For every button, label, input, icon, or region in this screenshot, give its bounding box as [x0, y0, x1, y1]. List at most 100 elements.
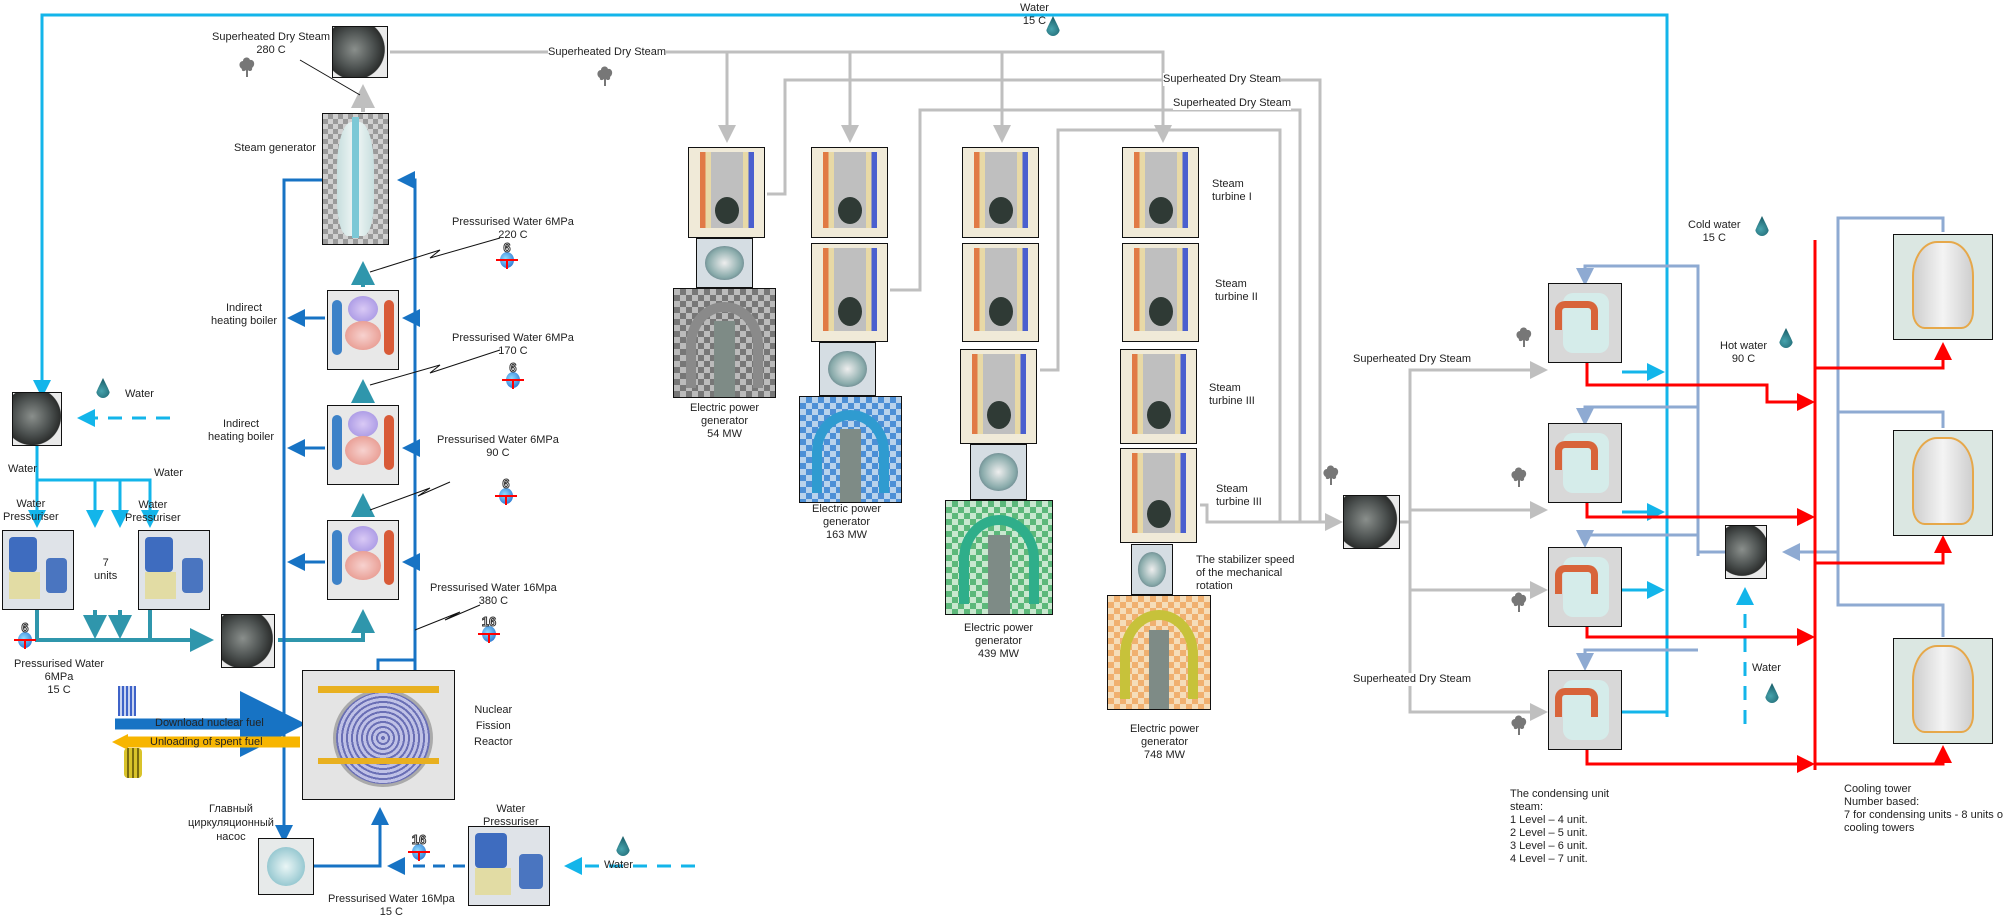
speed-stabilizer[interactable]	[819, 342, 876, 396]
pressure-gauge-icon: 16	[408, 832, 430, 862]
nuclear-fission-reactor[interactable]	[302, 670, 455, 800]
steam-generator[interactable]	[322, 113, 389, 245]
water-pressuriser-left[interactable]	[2, 530, 74, 610]
main-circulation-pump[interactable]	[258, 838, 314, 895]
steam-turbine[interactable]	[962, 147, 1039, 238]
steam-turbine-3[interactable]	[1120, 349, 1197, 444]
gauge-value: 16	[411, 832, 427, 848]
electric-generator-439[interactable]	[945, 500, 1053, 615]
steam-drum[interactable]	[332, 26, 388, 78]
label-temp: 170 C	[498, 345, 528, 357]
line1: Water	[16, 498, 46, 510]
label-text: Pressurised Water 16Mpa	[430, 582, 557, 594]
condensing-unit-3[interactable]	[1548, 547, 1622, 627]
water-pressuriser-right[interactable]	[138, 530, 210, 610]
primary-loop-left	[275, 178, 330, 843]
line1: Steam	[1212, 178, 1244, 190]
download-fuel-label[interactable]: Download nuclear fuel	[155, 717, 264, 729]
cooling-tower-2[interactable]	[1893, 430, 1993, 536]
label-temp: 15 C	[379, 906, 403, 918]
electric-generator-163[interactable]	[799, 396, 902, 503]
steam-turbine[interactable]	[811, 147, 888, 238]
steam-turbine-2[interactable]	[1122, 243, 1199, 342]
electric-generator-54[interactable]	[673, 288, 776, 398]
steam-turbine-4[interactable]	[1120, 448, 1197, 543]
note-line: 1 Level – 4 unit.	[1510, 814, 1588, 826]
label-text: Hot water	[1720, 340, 1768, 352]
note-line: cooling towers	[1844, 822, 1915, 834]
line2: of the mechanical	[1196, 567, 1283, 579]
steam-cloud-icon	[1511, 592, 1527, 612]
line2: 6MPa	[44, 671, 74, 683]
line1: Steam	[1216, 483, 1248, 495]
line1: Pressurised Water	[14, 658, 105, 670]
line1: Water	[496, 803, 526, 815]
steam-cloud-icon	[1511, 467, 1527, 487]
unload-fuel-label[interactable]: Unloading of spent fuel	[150, 736, 263, 748]
steam-turbine[interactable]	[811, 243, 888, 342]
water-bottom-label: Water	[604, 859, 633, 871]
note-line: 3 Level – 6 unit.	[1510, 840, 1588, 852]
line2: Pressuriser	[3, 511, 59, 523]
power: 748 MW	[1144, 749, 1186, 761]
cooling-tower-1[interactable]	[1893, 234, 1993, 340]
water-pressuriser-bottom[interactable]	[468, 826, 550, 906]
label-temp: 15 C	[1702, 232, 1726, 244]
condensing-unit-2[interactable]	[1548, 423, 1622, 503]
speed-stabilizer[interactable]	[970, 444, 1027, 500]
pressure-gauge-icon: 6	[14, 620, 36, 650]
label-text: Superheated Dry Steam	[212, 31, 331, 43]
indirect-heating-boiler-2[interactable]	[327, 405, 399, 485]
line1: Electric power	[812, 503, 882, 515]
label-text: Pressurised Water 6MPa	[437, 434, 559, 446]
pressure-gauge-icon: 16	[478, 614, 500, 644]
makeup-water-tank[interactable]	[1725, 525, 1767, 579]
steam-turbine-1[interactable]	[1122, 147, 1199, 238]
steam-turbine[interactable]	[962, 243, 1039, 342]
steam-cloud-icon	[597, 66, 613, 86]
pressure-gauge-icon: 6	[502, 360, 524, 390]
power: 54 MW	[707, 428, 742, 440]
pressure-gauge-icon: 6	[496, 240, 518, 270]
electric-generator-748[interactable]	[1107, 595, 1211, 710]
water-left-label: Water	[8, 463, 37, 475]
sg-tube	[352, 116, 359, 238]
spent-fuel-cask-icon	[124, 748, 142, 778]
speed-stabilizer[interactable]	[1131, 544, 1173, 595]
steam-turbine[interactable]	[688, 147, 765, 238]
speed-stabilizer[interactable]	[696, 238, 753, 288]
line2: turbine III	[1209, 395, 1255, 407]
indirect-heating-boiler-1[interactable]	[327, 290, 399, 370]
condensing-unit-1[interactable]	[1548, 283, 1622, 363]
water-tank-left[interactable]	[12, 392, 62, 446]
feed-water-tank[interactable]	[221, 614, 275, 668]
makeup-water-label: Water	[1752, 662, 1781, 674]
label-temp: 380 C	[478, 595, 509, 607]
cooling-tower-note: Cooling tower Number based: 7 for conden…	[1844, 783, 2003, 835]
line2: Fission	[475, 720, 511, 732]
line2: turbine III	[1216, 496, 1262, 508]
indirect-heating-boiler-3[interactable]	[327, 520, 399, 600]
condensing-unit-4[interactable]	[1548, 670, 1622, 750]
steam-collector-tank[interactable]	[1343, 495, 1400, 549]
steam-cloud-icon	[1323, 465, 1339, 485]
steam-turbine[interactable]	[960, 349, 1037, 444]
note-line: steam:	[1510, 801, 1544, 813]
line1: Water	[138, 499, 168, 511]
gauge-value: 6	[21, 620, 29, 636]
cooling-tower-3[interactable]	[1893, 638, 1993, 744]
